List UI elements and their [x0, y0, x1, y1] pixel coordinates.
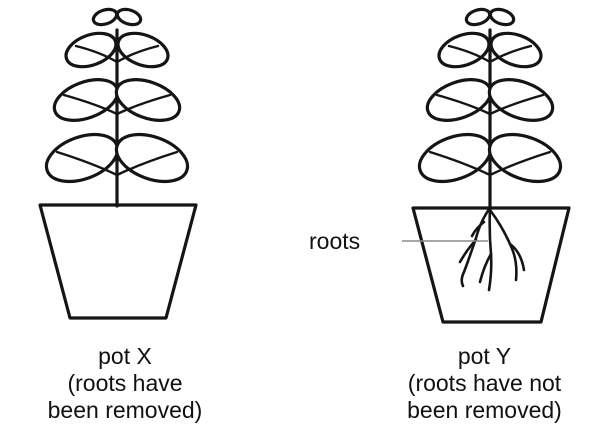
pot-x-note: (roots have — [0, 370, 250, 397]
roots-label: roots — [309, 228, 360, 255]
plant-x-bud — [91, 7, 142, 28]
plant-y-bud — [464, 7, 515, 28]
pot-x-note-cont: been removed) — [0, 397, 250, 424]
pot-y-caption: pot Y (roots have not been removed) — [372, 343, 597, 424]
pot-x-caption: pot X (roots have been removed) — [0, 343, 250, 424]
plant-y-roots — [460, 208, 524, 290]
pot-x-name: pot X — [0, 343, 250, 370]
pot-x — [40, 205, 196, 318]
plant-x — [40, 7, 196, 318]
pot-y-note-cont: been removed) — [372, 397, 597, 424]
pot-y-note: (roots have not — [372, 370, 597, 397]
pot-y-name: pot Y — [372, 343, 597, 370]
plant-y — [413, 7, 569, 322]
